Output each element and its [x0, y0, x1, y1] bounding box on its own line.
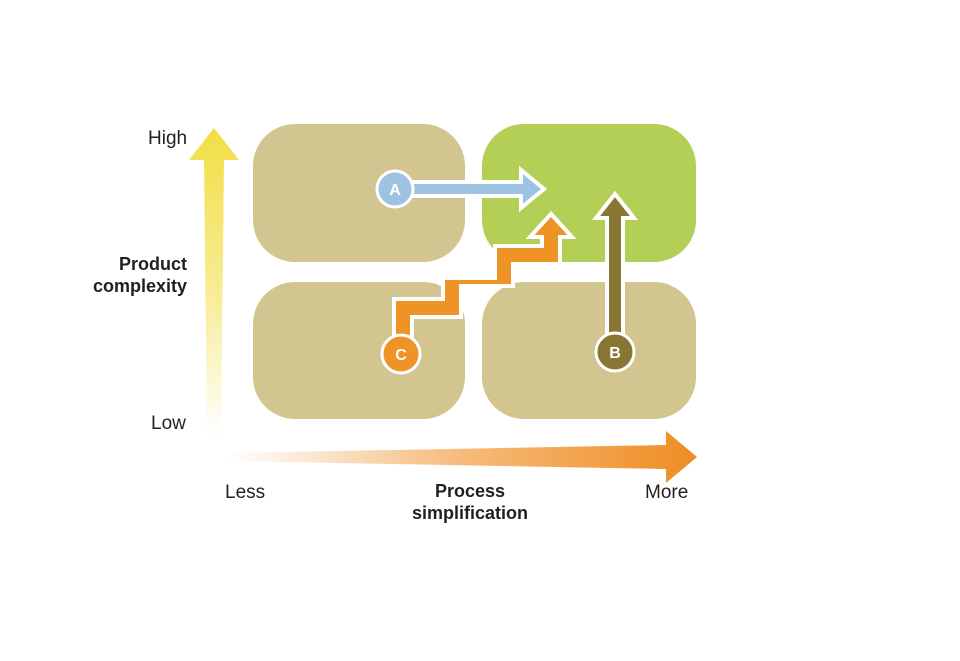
y-axis-low-label: Low — [151, 413, 186, 434]
x-axis-less-label: Less — [225, 482, 266, 503]
y-axis-title: Product complexity — [47, 253, 187, 297]
marker-c-label: C — [395, 347, 407, 364]
quadrant-top-left — [253, 124, 465, 262]
path-b-arrow — [591, 190, 639, 354]
quadrant-top-right — [482, 124, 696, 262]
y-axis-high-label: High — [148, 128, 188, 149]
x-axis-title: Process simplification — [370, 480, 570, 524]
path-a-arrow — [393, 165, 548, 213]
x-axis-title-line1: Process — [434, 481, 506, 501]
y-axis-title-line2: complexity — [92, 276, 187, 296]
marker-b: B — [594, 331, 636, 373]
y-axis-arrow — [189, 128, 239, 438]
path-c-arrow — [392, 211, 577, 356]
marker-b-label: B — [609, 345, 621, 362]
quadrant-bottom-right — [482, 282, 696, 419]
x-axis-arrow — [228, 431, 697, 483]
marker-a: A — [375, 169, 415, 209]
x-axis-title-line2: simplification — [411, 503, 528, 523]
x-axis-more-label: More — [645, 482, 689, 503]
marker-a-label: A — [389, 182, 401, 199]
y-axis-title-line1: Product — [118, 254, 187, 274]
marker-c: C — [380, 333, 422, 375]
